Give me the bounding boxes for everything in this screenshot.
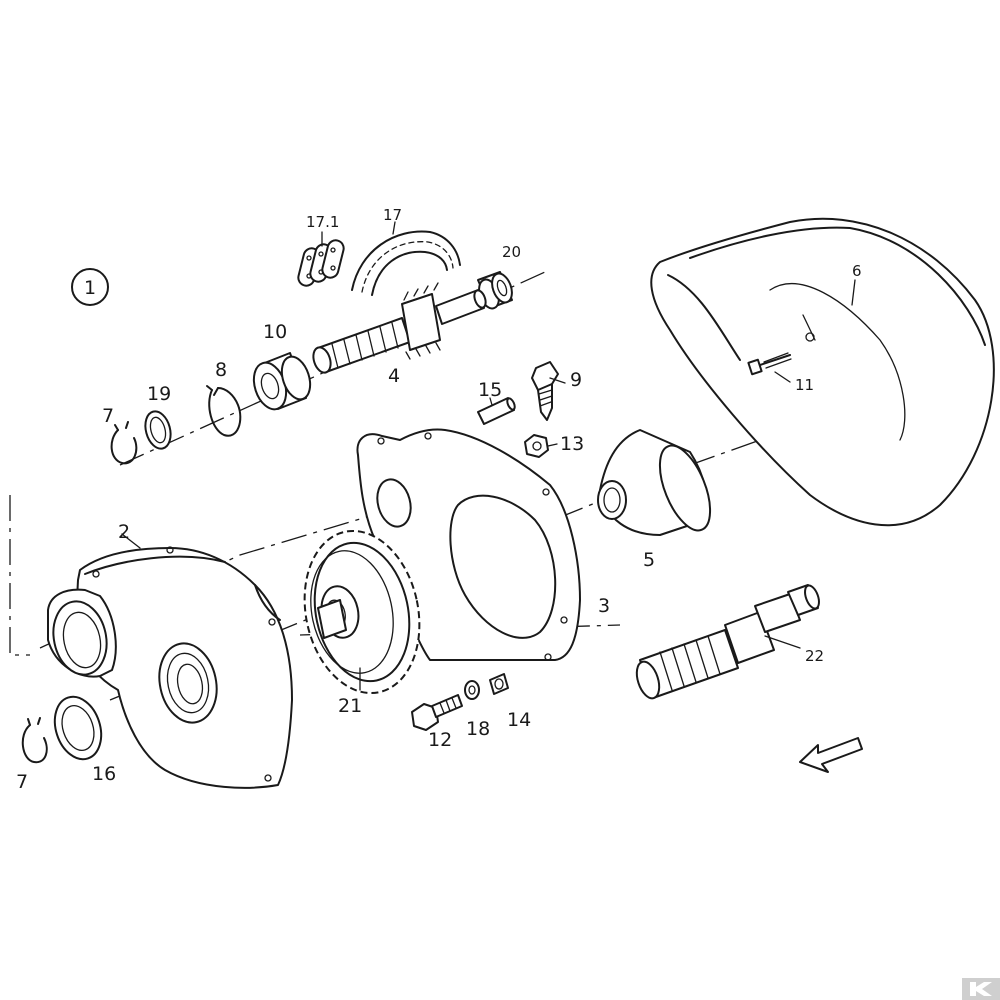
label-part-11: 11 (795, 376, 814, 394)
part-7-top-circlip (110, 421, 138, 465)
label-part-8: 8 (215, 359, 227, 381)
label-part-17: 17 (383, 206, 402, 224)
group-marker: 1 (71, 268, 109, 306)
part-15-pin (477, 397, 516, 425)
group-marker-number: 1 (84, 277, 96, 299)
part-9-screw (531, 361, 559, 421)
label-part-9: 9 (570, 369, 582, 391)
part-21-sprocket (303, 529, 421, 695)
label-part-2: 2 (118, 521, 130, 543)
label-part-21: 21 (338, 695, 362, 717)
label-part-17-1: 17.1 (306, 213, 339, 231)
label-part-12: 12 (428, 729, 452, 751)
label-part-3: 3 (598, 595, 610, 617)
part-11-bolt (747, 352, 792, 376)
part-22-output-shaft (635, 584, 820, 700)
part-12-bolt (411, 694, 463, 731)
label-part-16: 16 (92, 763, 116, 785)
part-2-housing (47, 546, 293, 789)
label-part-4: 4 (388, 365, 400, 387)
label-part-5: 5 (643, 549, 655, 571)
label-part-14: 14 (507, 709, 531, 731)
part-13-nut (524, 434, 549, 458)
label-part-15: 15 (478, 379, 502, 401)
label-part-10: 10 (263, 321, 287, 343)
part-5-seal-boot (597, 429, 712, 536)
label-part-22: 22 (805, 647, 824, 665)
part-4-drive-shaft (312, 282, 487, 374)
label-part-7-top: 7 (102, 405, 114, 427)
label-part-6: 6 (852, 262, 862, 280)
brand-logo-icon (962, 978, 1000, 1000)
label-part-7-bottom: 7 (16, 771, 28, 793)
direction-arrow-icon (799, 737, 863, 773)
label-part-20: 20 (502, 243, 521, 261)
part-6-chain-cover (650, 217, 995, 527)
part-10-bearing (252, 352, 312, 411)
part-7-bottom-circlip (21, 717, 48, 764)
label-part-13: 13 (560, 433, 584, 455)
part-17-chain (351, 230, 461, 296)
leader-lines (121, 221, 856, 691)
part-16-ring (53, 695, 103, 761)
part-labels: 2 3 4 5 6 7 7 8 9 10 11 12 13 14 15 16 1… (16, 206, 862, 793)
part-14-spring-washer (489, 673, 509, 695)
part-18-washer (464, 680, 480, 700)
part-17-1-chain-links (297, 239, 345, 287)
label-part-19: 19 (147, 383, 171, 405)
label-part-18: 18 (466, 718, 490, 740)
part-19-ring (144, 410, 172, 450)
part-8-circlip (206, 385, 242, 437)
